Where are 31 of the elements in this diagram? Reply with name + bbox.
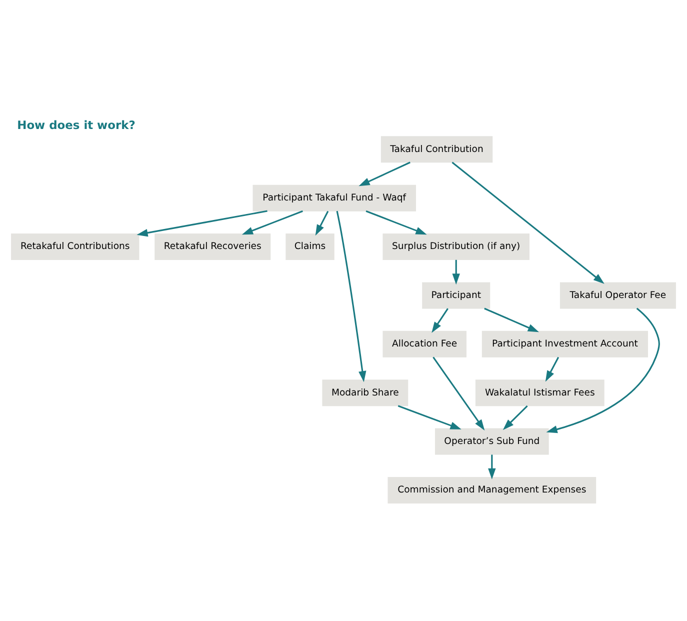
node-box: Operator’s Sub Fund [434,428,549,455]
node-box: Participant Takaful Fund - Waqf [252,184,416,212]
arrow [452,260,460,285]
node-box: Modarib Share [322,380,408,406]
node-box: Participant [422,282,490,309]
arrow [366,210,427,235]
arrow [242,210,303,235]
node-box: Claims [286,234,334,260]
node-box: Commission and Management Expenses [388,477,596,504]
node-box: Wakalatul Istismar Fees [475,380,604,406]
node-box: Retakaful Contributions [11,234,140,260]
arrow [546,308,660,434]
arrow [432,356,485,430]
arrow [336,210,366,382]
arrow [545,356,560,382]
arrow [432,308,448,333]
arrow [398,405,462,430]
arrow [452,162,604,284]
node-box: Participant Investment Account [482,330,648,358]
node-box: Retakaful Recoveries [154,234,271,260]
node-box: Takaful Contribution [380,136,493,163]
node-box: Takaful Operator Fee [560,282,676,309]
arrow [358,162,410,186]
diagram-title: How does it work? [17,118,136,132]
arrow [484,308,539,332]
node-box: Surplus Distribution (if any) [382,234,530,260]
arrow [315,210,329,236]
node-box: Allocation Fee [382,330,466,358]
arrow [502,405,528,430]
arrow [136,210,268,237]
arrow [488,454,496,480]
